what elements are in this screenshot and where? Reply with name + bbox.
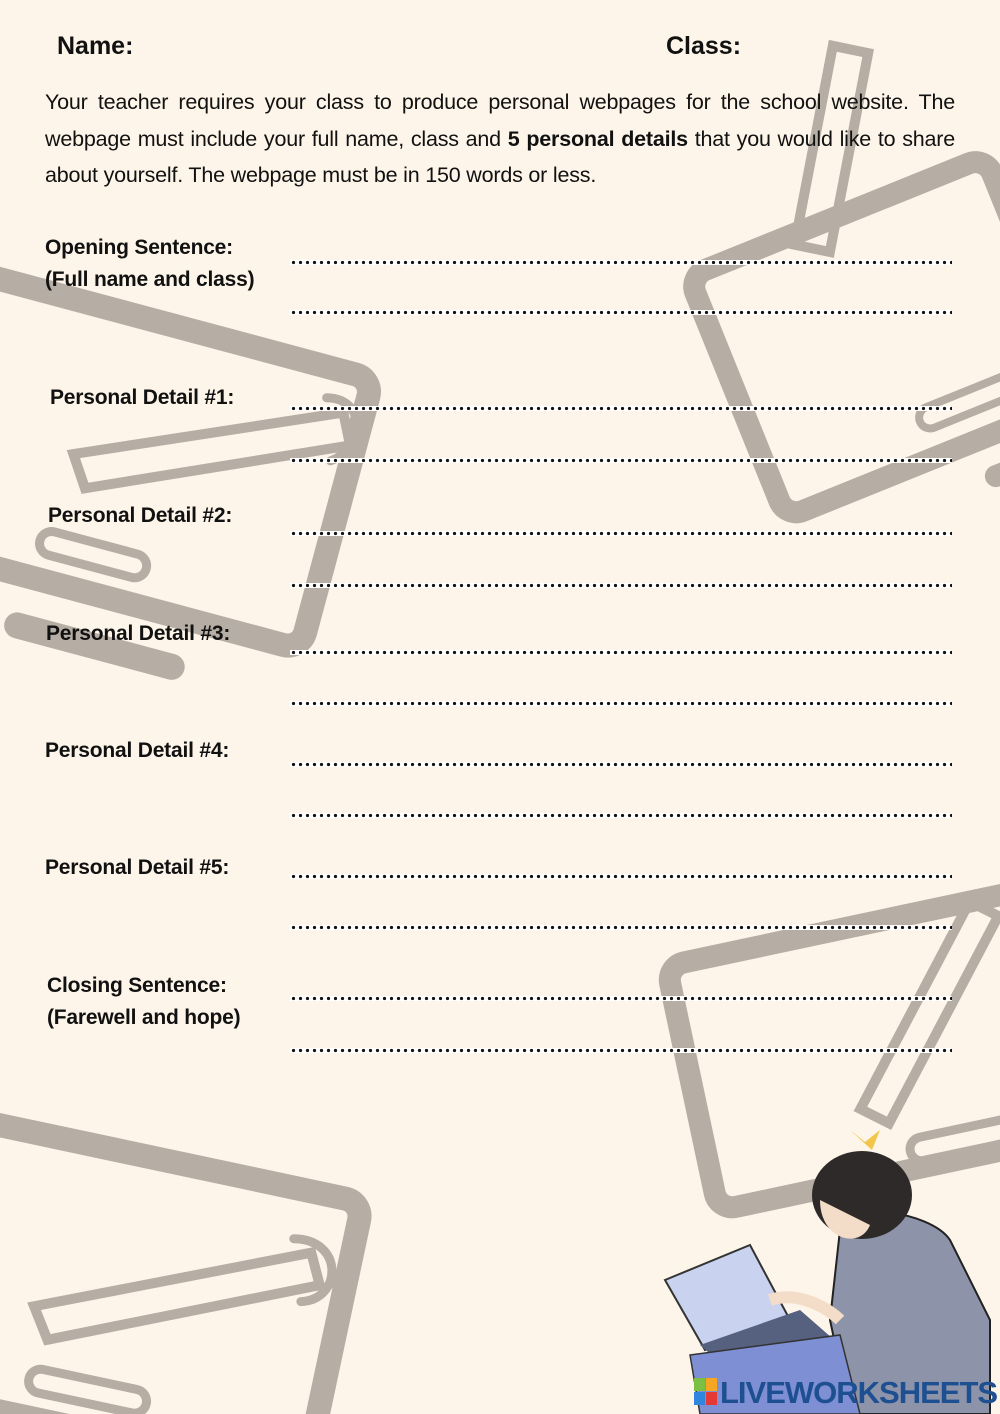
student-with-laptop-illustration — [663, 1130, 991, 1414]
class-label: Class: — [666, 32, 742, 60]
instructions-text-end: that you would like to share about yours… — [45, 126, 956, 188]
section-sublabel: (Farewell and hope) — [47, 1006, 241, 1029]
monitor-pencil-icon — [683, 39, 1000, 524]
section-sublabel: (Full name and class) — [45, 268, 255, 291]
personal-detail-5-label: Personal Detail #5: — [45, 856, 230, 879]
personal-detail-1-line-1[interactable] — [290, 406, 952, 411]
personal-detail-5-line-2[interactable] — [290, 925, 952, 930]
personal-detail-4-line-1[interactable] — [290, 762, 952, 767]
personal-detail-4-label: Personal Detail #4: — [45, 739, 230, 762]
name-label: Name: — [57, 32, 134, 60]
closing-sentence-label: Closing Sentence: (Farewell and hope) — [47, 970, 241, 1034]
closing-sentence-line-1[interactable] — [290, 996, 952, 1001]
instructions-bold-text: 5 personal details — [507, 126, 688, 151]
closing-sentence-line-2[interactable] — [290, 1048, 952, 1053]
opening-sentence-label: Opening Sentence: (Full name and class) — [45, 232, 255, 296]
personal-detail-3-label: Personal Detail #3: — [46, 622, 231, 645]
personal-detail-4-line-2[interactable] — [290, 813, 952, 818]
personal-detail-2-line-1[interactable] — [290, 531, 952, 536]
personal-detail-3-line-2[interactable] — [290, 701, 952, 706]
opening-sentence-line-2[interactable] — [290, 310, 952, 315]
personal-detail-1-line-2[interactable] — [290, 458, 952, 463]
monitor-pencil-icon — [0, 1106, 372, 1414]
personal-detail-2-line-2[interactable] — [290, 583, 952, 588]
instructions-text: Your teacher requires your class to prod… — [45, 90, 955, 151]
liveworksheets-logo: LIVEWORKSHEETS — [720, 1375, 998, 1410]
personal-detail-5-line-1[interactable] — [290, 874, 952, 879]
section-label: Opening Sentence: — [45, 236, 233, 259]
opening-sentence-line-1[interactable] — [290, 260, 952, 265]
personal-detail-3-line-1[interactable] — [290, 650, 952, 655]
personal-detail-1-label: Personal Detail #1: — [50, 386, 235, 409]
section-label: Closing Sentence: — [47, 974, 227, 997]
monitor-pencil-icon — [0, 262, 381, 680]
personal-detail-2-label: Personal Detail #2: — [48, 504, 233, 527]
liveworksheets-logo-icon — [694, 1378, 717, 1405]
instructions-paragraph: Your teacher requires your class to prod… — [45, 84, 955, 194]
